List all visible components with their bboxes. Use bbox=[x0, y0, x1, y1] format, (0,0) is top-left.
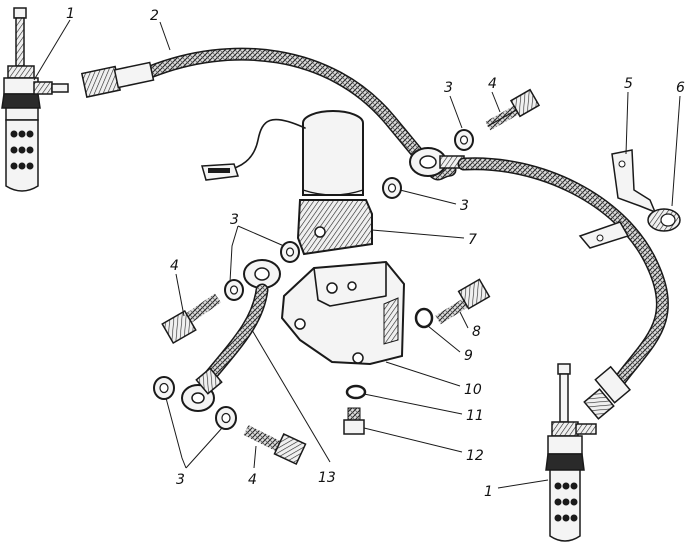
callout-13: 13 bbox=[318, 470, 336, 486]
washer-upper bbox=[454, 129, 474, 151]
leader-lines bbox=[33, 19, 681, 489]
callout-4-top: 4 bbox=[488, 76, 497, 92]
callout-7: 7 bbox=[468, 232, 477, 248]
bolt-right-of-bracket bbox=[435, 278, 491, 325]
screw-12 bbox=[343, 407, 365, 435]
mounting-bracket bbox=[280, 260, 406, 366]
callouts: 1 2 3 4 5 6 3 7 3 4 8 9 10 11 12 13 3 4 … bbox=[66, 6, 685, 500]
short-fuel-hose bbox=[181, 259, 281, 412]
callout-9: 9 bbox=[464, 348, 473, 364]
callout-3-valve: 3 bbox=[460, 198, 469, 214]
callout-4-bottom: 4 bbox=[248, 472, 257, 488]
callout-1-top: 1 bbox=[66, 6, 75, 22]
callout-1-bottom: 1 bbox=[484, 484, 493, 500]
fuel-hose-upper bbox=[80, 47, 457, 181]
callout-5: 5 bbox=[624, 76, 633, 92]
glow-plug-bottom-right bbox=[545, 363, 597, 542]
solenoid-valve bbox=[201, 110, 373, 256]
spring-washer-11 bbox=[345, 384, 367, 400]
callout-12: 12 bbox=[466, 448, 484, 464]
callout-6: 6 bbox=[676, 80, 685, 96]
bolt-upper bbox=[485, 88, 541, 131]
glow-plug-top-left bbox=[1, 7, 69, 192]
bolt-bottom bbox=[243, 425, 307, 466]
fuel-hose-right bbox=[457, 157, 669, 420]
callout-3-bottom: 3 bbox=[176, 472, 185, 488]
hose-clamp-sleeve bbox=[647, 208, 681, 232]
washer-valve-right bbox=[382, 177, 402, 199]
callout-11: 11 bbox=[466, 408, 484, 424]
callout-3-left: 3 bbox=[230, 212, 239, 228]
callout-8: 8 bbox=[472, 324, 481, 340]
lock-washer-9 bbox=[414, 307, 434, 329]
callout-3-top: 3 bbox=[444, 80, 453, 96]
hose-bracket bbox=[578, 149, 657, 249]
washers-left-pair bbox=[224, 241, 300, 301]
callout-2: 2 bbox=[150, 8, 159, 24]
callout-10: 10 bbox=[464, 382, 482, 398]
callout-4-left: 4 bbox=[170, 258, 179, 274]
bolt-left bbox=[161, 293, 222, 345]
washers-bottom-left bbox=[153, 376, 237, 430]
